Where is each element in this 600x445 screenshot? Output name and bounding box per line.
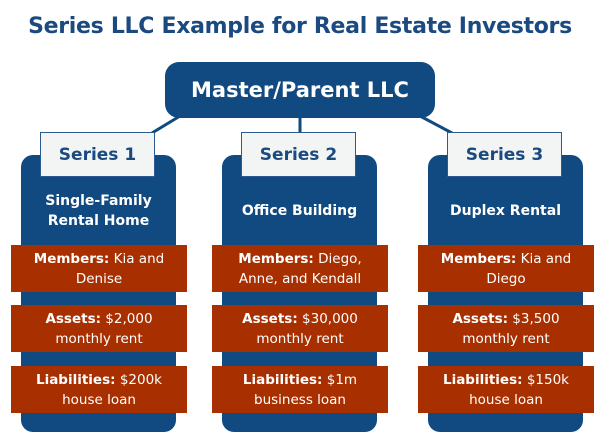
series-2-property: Office Building bbox=[241, 202, 358, 219]
series-3-liabilities-box: Liabilities: $150k house loan bbox=[418, 366, 594, 413]
series-1-assets-box: Assets: $2,000 monthly rent bbox=[11, 305, 187, 352]
series-3-members-box: Members: Kia and Diego bbox=[418, 245, 594, 292]
series-2-label: Series 2 bbox=[241, 132, 356, 177]
members-value: Kia and Denise bbox=[75, 250, 165, 287]
series-1-label: Series 1 bbox=[40, 132, 155, 177]
diagram-title: Series LLC Example for Real Estate Inves… bbox=[28, 14, 572, 39]
connector-series-1 bbox=[151, 114, 181, 135]
series-2-members-box: Members: Diego, Anne, and Kendall bbox=[212, 245, 388, 292]
series-1-liabilities-box: Liabilities: $200k house loan bbox=[11, 366, 187, 413]
members-label: Members: bbox=[33, 250, 110, 267]
liabilities-value: $200k house loan bbox=[62, 371, 163, 408]
master-llc-node: Master/Parent LLC bbox=[165, 62, 435, 118]
series-2-assets-box: Assets: $30,000 monthly rent bbox=[212, 305, 388, 352]
assets-label: Assets: bbox=[452, 310, 508, 327]
series-3-assets-box: Assets: $3,500 monthly rent bbox=[418, 305, 594, 352]
series-1-members-box: Members: Kia and Denise bbox=[11, 245, 187, 292]
liabilities-label: Liabilities: bbox=[442, 371, 523, 388]
members-value: Diego, Anne, and Kendall bbox=[238, 250, 362, 287]
liabilities-label: Liabilities: bbox=[35, 371, 116, 388]
series-1-property: Single-Family Rental Home bbox=[45, 192, 152, 229]
members-value: Kia and Diego bbox=[486, 250, 572, 287]
series-3-label: Series 3 bbox=[447, 132, 562, 177]
assets-value: $3,500 monthly rent bbox=[462, 310, 560, 347]
assets-value: $30,000 monthly rent bbox=[256, 310, 358, 347]
assets-label: Assets: bbox=[45, 310, 101, 327]
series-2-liabilities-box: Liabilities: $1m business loan bbox=[212, 366, 388, 413]
liabilities-value: $1m business loan bbox=[254, 371, 358, 408]
liabilities-label: Liabilities: bbox=[242, 371, 323, 388]
members-label: Members: bbox=[238, 250, 314, 267]
assets-label: Assets: bbox=[242, 310, 298, 327]
members-label: Members: bbox=[440, 250, 517, 267]
connector-series-3 bbox=[419, 114, 453, 135]
liabilities-value: $150k house loan bbox=[469, 371, 570, 408]
series-3-property: Duplex Rental bbox=[450, 202, 561, 219]
assets-value: $2,000 monthly rent bbox=[55, 310, 153, 347]
